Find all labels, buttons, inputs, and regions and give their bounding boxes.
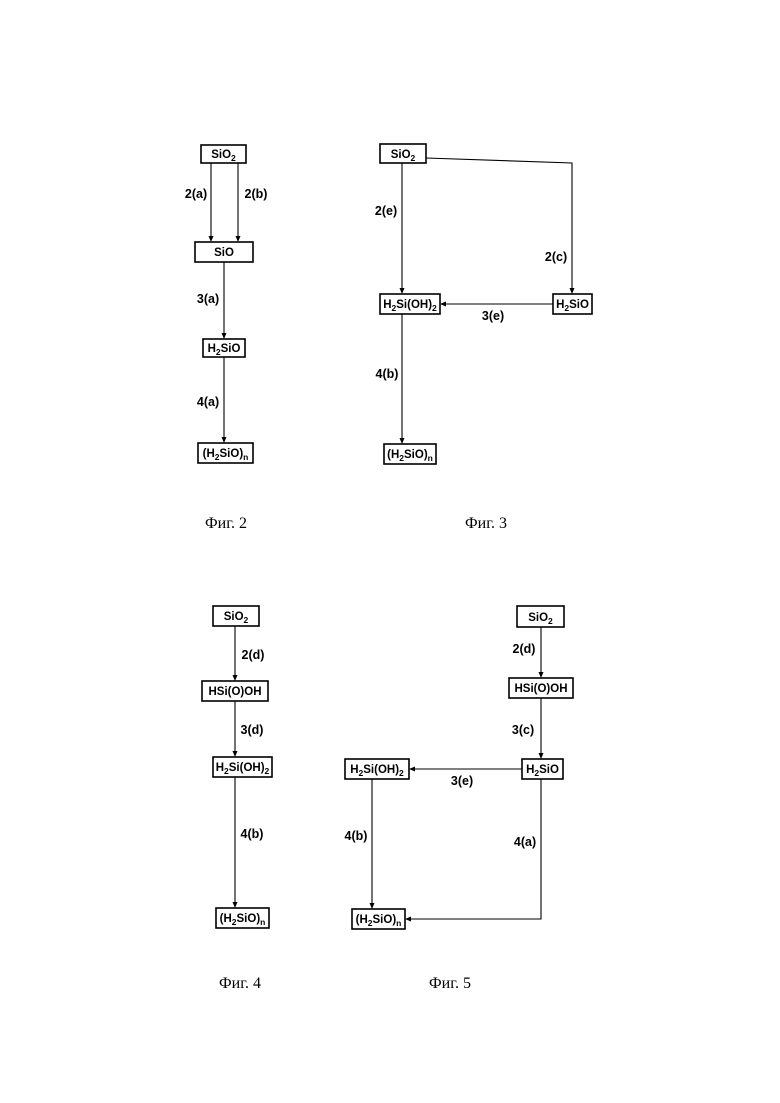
figure-5: SiO2 HSi(O)OH H2SiO H2Si(OH)2 (H2SiO)n 2… <box>345 606 573 992</box>
node-h2sio-n: (H2SiO)n <box>356 914 402 928</box>
edge-3d-arrowhead <box>233 751 238 757</box>
edge-2c-arrowhead <box>570 288 575 294</box>
edge-3a-arrowhead <box>222 333 227 339</box>
edge-2c-line <box>426 158 572 289</box>
edge-4a-arrowhead <box>405 917 411 922</box>
edge-4b-arrowhead <box>370 903 375 909</box>
node-sio: SiO <box>214 247 234 259</box>
edge-label-2b: 2(b) <box>245 187 268 201</box>
edge-label-3e: 3(e) <box>451 774 473 788</box>
edge-label-2a: 2(a) <box>185 187 207 201</box>
edge-label-3c: 3(c) <box>512 723 534 737</box>
node-hsi-o-oh: HSi(O)OH <box>208 686 261 698</box>
edge-2d-arrowhead <box>233 675 238 681</box>
node-h2si-oh2: H2Si(OH)2 <box>216 762 270 776</box>
figure-5-caption: Фиг. 5 <box>429 975 471 992</box>
node-h2si-oh2: H2Si(OH)2 <box>383 299 437 313</box>
node-h2sio-n: (H2SiO)n <box>220 913 266 927</box>
node-hsi-o-oh: HSi(O)OH <box>514 683 567 695</box>
figure-4: SiO2 HSi(O)OH H2Si(OH)2 (H2SiO)n 2(d) 3(… <box>202 606 272 992</box>
edge-label-4a: 4(a) <box>197 395 219 409</box>
node-h2sio: H2SiO <box>526 764 559 778</box>
edge-4a-line <box>410 779 541 919</box>
edge-label-3d: 3(d) <box>241 723 264 737</box>
edge-label-4b: 4(b) <box>345 829 368 843</box>
edge-4b-arrowhead <box>233 902 238 908</box>
edge-label-4b: 4(b) <box>241 827 264 841</box>
edge-label-4a: 4(a) <box>514 835 536 849</box>
edge-3c-arrowhead <box>539 753 544 759</box>
node-h2sio: H2SiO <box>208 343 241 357</box>
figure-3: SiO2 H2Si(OH)2 H2SiO (H2SiO)n 2(e) 2(c) … <box>375 144 592 532</box>
node-h2sio: H2SiO <box>556 299 589 313</box>
node-h2sio-n: (H2SiO)n <box>203 448 249 462</box>
figure-2: SiO2 SiO H2SiO (H2SiO)n 2(a) 2(b) 3(a) 4… <box>185 145 268 532</box>
figure-4-caption: Фиг. 4 <box>219 975 261 992</box>
edge-4b-arrowhead <box>400 438 405 444</box>
edge-3e-arrowhead <box>440 302 446 307</box>
node-h2si-oh2: H2Si(OH)2 <box>350 764 404 778</box>
figure-2-caption: Фиг. 2 <box>205 515 247 532</box>
edge-label-3a: 3(a) <box>197 292 219 306</box>
figure-3-caption: Фиг. 3 <box>465 515 507 532</box>
edge-label-2d: 2(d) <box>242 648 265 662</box>
edge-2a-arrowhead <box>209 236 214 242</box>
edge-4a-arrowhead <box>222 437 227 443</box>
edge-label-2c: 2(c) <box>545 250 567 264</box>
edge-2b-arrowhead <box>236 236 241 242</box>
edge-2d-arrowhead <box>539 672 544 678</box>
edge-2e-arrowhead <box>400 288 405 294</box>
edge-3e-arrowhead <box>409 767 415 772</box>
node-h2sio-n: (H2SiO)n <box>387 449 433 463</box>
edge-label-2e: 2(e) <box>375 204 397 218</box>
edge-label-2d: 2(d) <box>513 642 536 656</box>
edge-label-4b: 4(b) <box>376 367 399 381</box>
edge-label-3e: 3(e) <box>482 309 504 323</box>
